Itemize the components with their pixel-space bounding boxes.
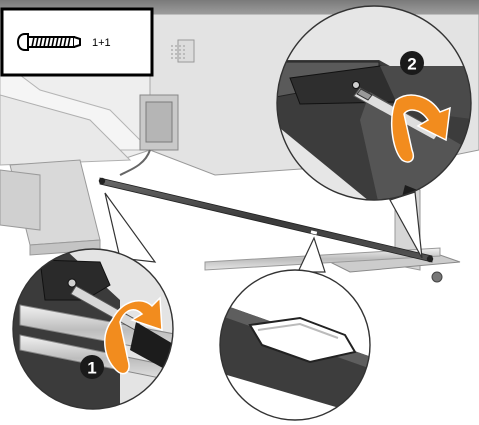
step-1-badge: 1 [80,355,104,379]
step-2-badge: 2 [400,51,424,75]
parts-box: 1+1 [2,9,152,75]
quantity-label: 1+1 [92,37,111,49]
step-1-number: 1 [87,359,96,378]
detail-circle-step-1: 1 [10,240,180,420]
step-2-number: 2 [407,55,416,74]
detail-circle-rod-marker [210,265,380,425]
screw-icon [18,34,80,50]
